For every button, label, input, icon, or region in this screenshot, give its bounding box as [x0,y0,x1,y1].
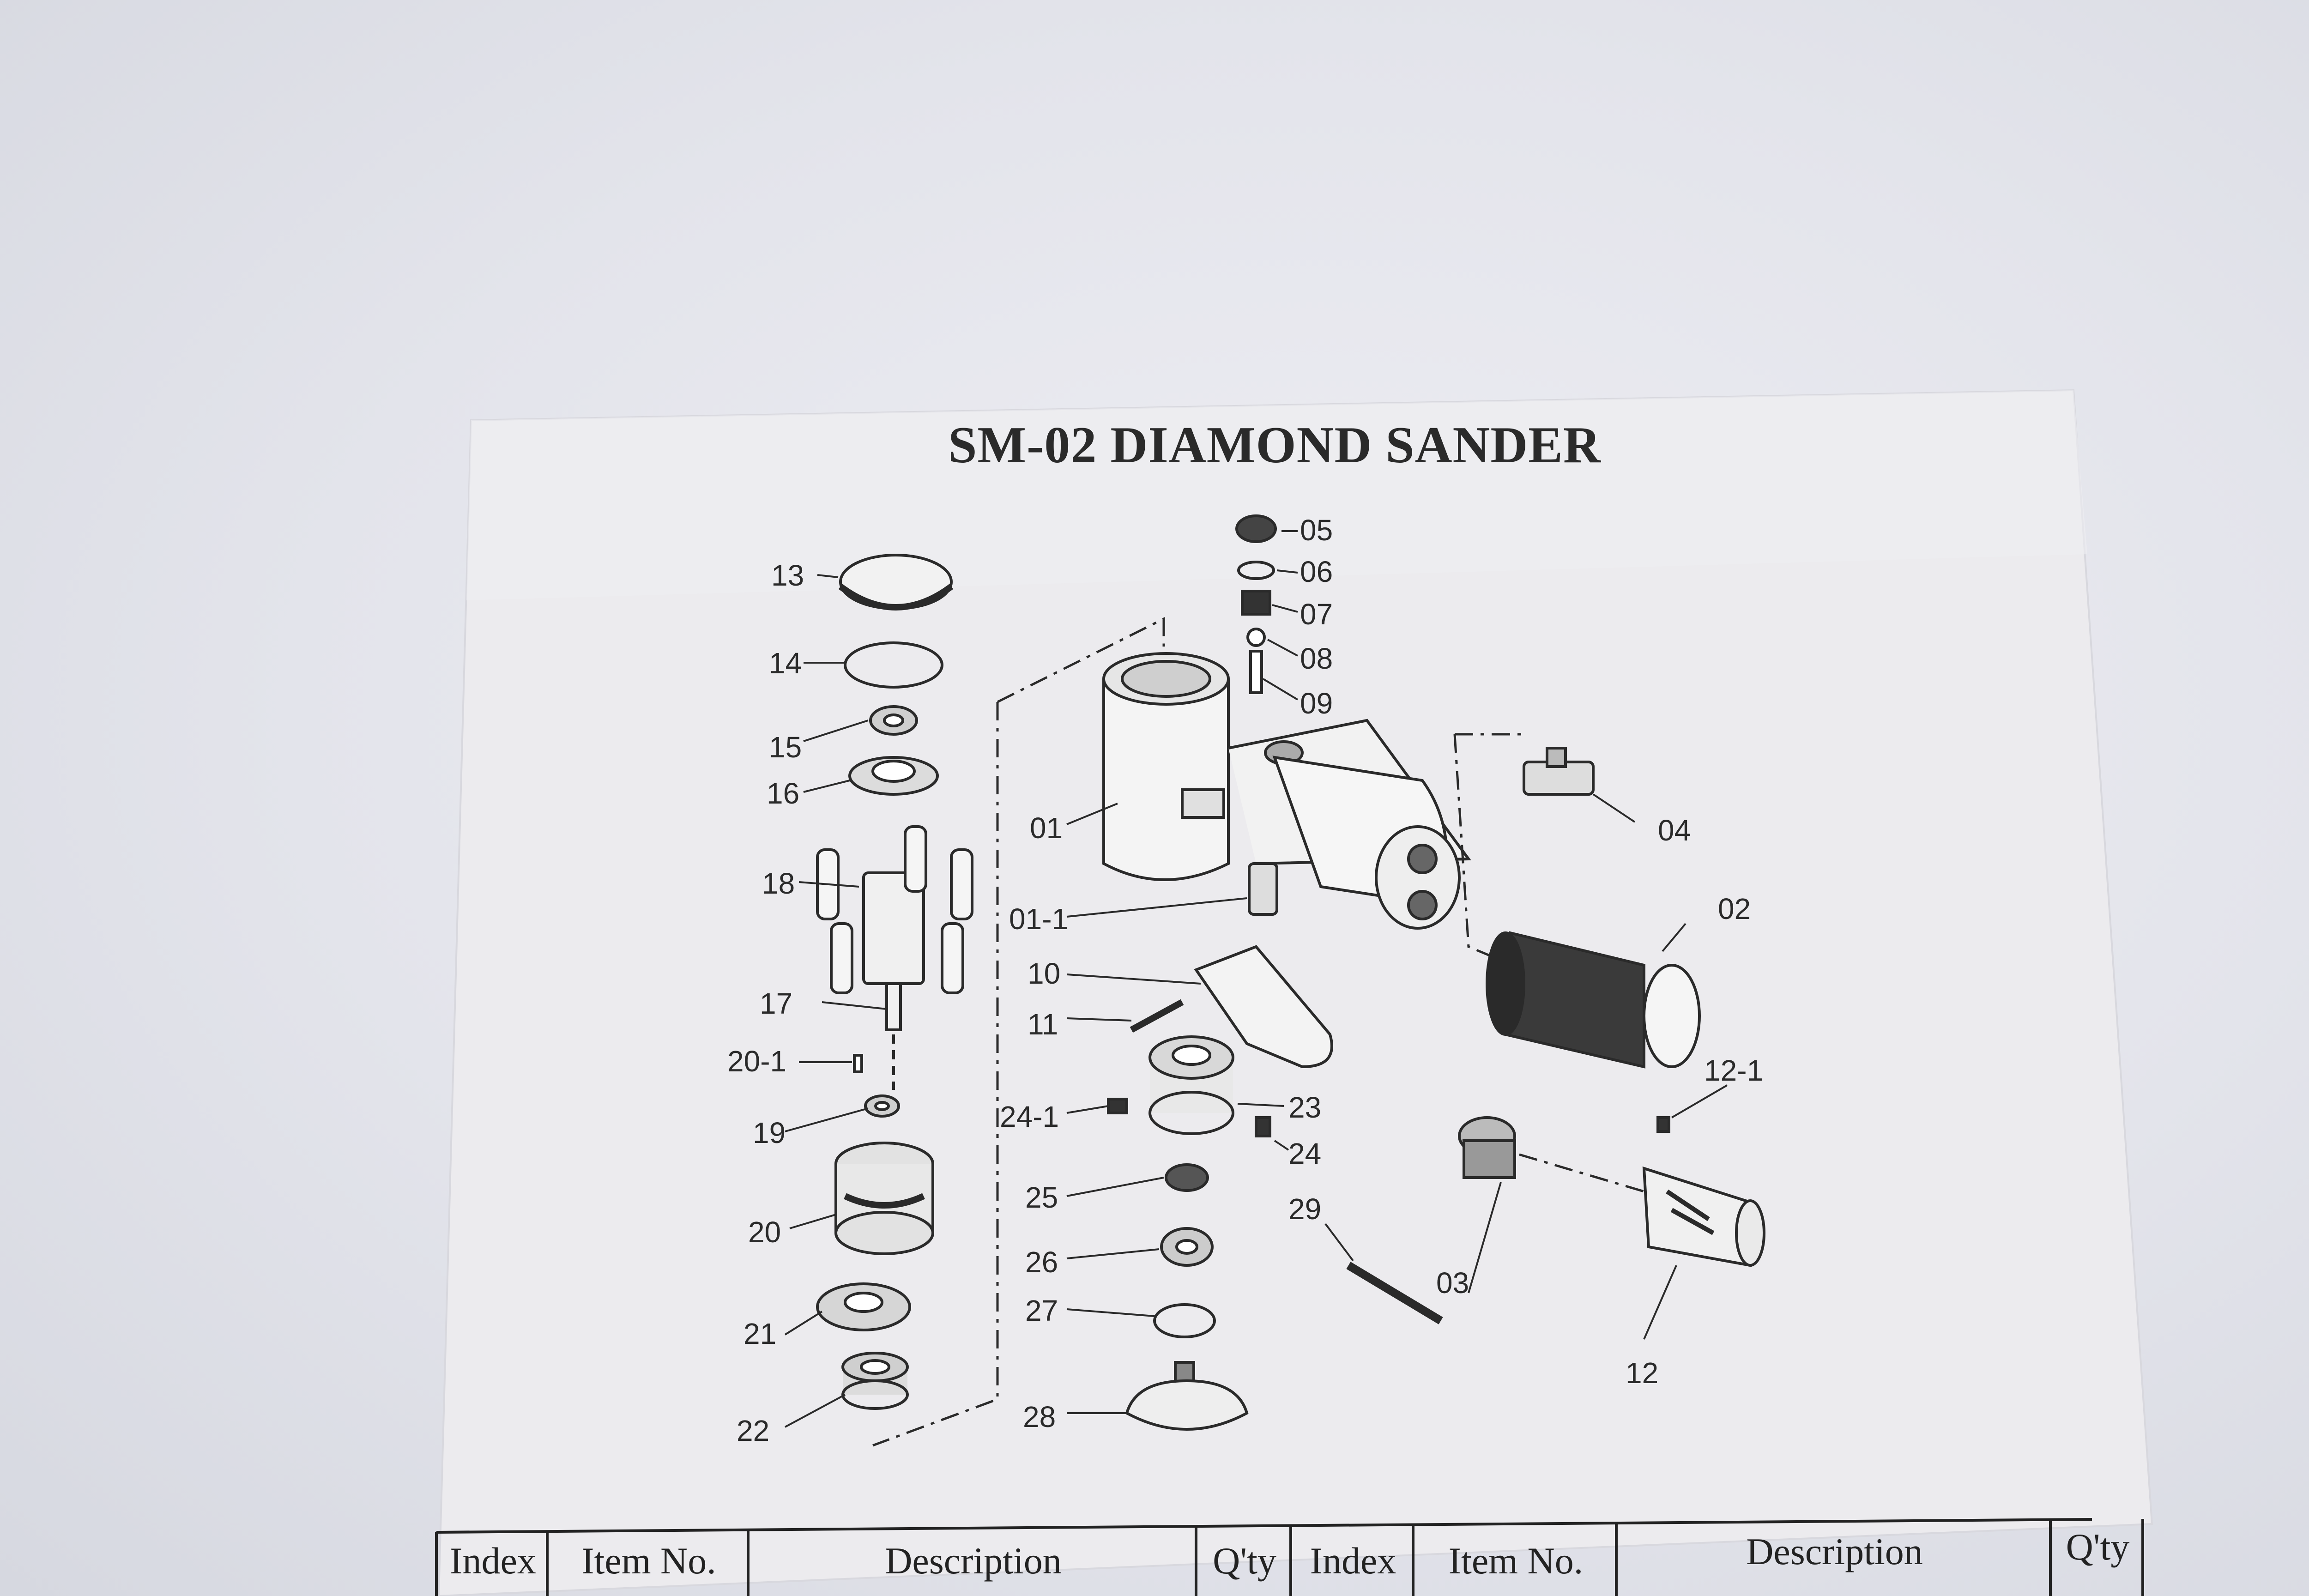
callout-13: 13 [771,559,804,592]
part-12-knob [1642,1166,1765,1267]
table-header-qty-2: Q'ty [2066,1526,2130,1568]
part-05-cap [1235,514,1277,543]
table-header-item-no-2: Item No. [1448,1540,1584,1582]
part-10-lever [1194,945,1333,1069]
callout-24-1: 24-1 [1000,1100,1059,1133]
part-06-o-ring [1237,561,1275,580]
part-20-1-pin [853,1054,863,1073]
callout-05: 05 [1300,514,1333,547]
table-header-description-2: Description [1746,1530,1923,1572]
part-25-nut [1165,1163,1209,1192]
part-03-regulator [1458,1116,1516,1179]
callout-03: 03 [1436,1266,1469,1300]
part-09-pin [1249,650,1263,694]
part-14-o-ring [844,641,943,689]
callout-14: 14 [769,647,802,680]
table-header-item-no: Item No. [581,1540,716,1582]
callout-24: 24 [1288,1137,1321,1170]
callout-27: 27 [1025,1294,1058,1327]
table-header-index: Index [450,1540,536,1582]
part-08-ball [1246,628,1266,647]
callout-18: 18 [762,867,795,900]
part-01-1-bushing [1248,862,1278,916]
callout-22: 22 [737,1414,769,1447]
part-12-1-screw [1656,1116,1670,1133]
callout-07: 07 [1300,598,1333,631]
part-24-1-screw [1107,1098,1128,1114]
document-title: SM-02 DIAMOND SANDER [948,417,1601,474]
callout-25: 25 [1025,1181,1058,1214]
callout-16: 16 [767,777,799,810]
callout-26: 26 [1025,1245,1058,1279]
callout-17: 17 [760,987,792,1020]
table-header-description: Description [885,1540,1062,1582]
part-07-spring [1241,590,1271,616]
callout-04: 04 [1658,814,1691,847]
callout-28: 28 [1023,1400,1056,1433]
callout-20-1: 20-1 [727,1045,786,1078]
callout-19: 19 [753,1116,786,1149]
callout-15: 15 [769,731,802,764]
part-01-housing [1102,652,1471,930]
callout-10: 10 [1028,957,1060,990]
callout-21: 21 [743,1317,776,1350]
callout-08: 08 [1300,642,1333,675]
part-22-bearing [841,1352,909,1410]
callout-23: 23 [1288,1091,1321,1124]
callout-02: 02 [1718,892,1751,925]
part-20-cylinder [834,1142,934,1255]
part-27-circlip [1153,1303,1216,1338]
callout-09: 09 [1300,687,1333,720]
callout-01: 01 [1030,811,1063,845]
part-23-collar [1148,1035,1234,1135]
callout-06: 06 [1300,555,1333,588]
part-28-sanding-pad [1125,1361,1249,1431]
table-header-index-2: Index [1310,1540,1396,1582]
callout-12-1: 12-1 [1704,1054,1763,1087]
part-11-pin [1130,999,1184,1033]
part-29-allen-key [1346,1262,1443,1324]
callout-11: 11 [1028,1008,1058,1041]
table-header-qty: Q'ty [1213,1540,1276,1582]
callout-20: 20 [748,1215,781,1249]
part-18-rotor-vanes [816,825,973,1031]
callout-12: 12 [1626,1356,1658,1390]
callout-01-1: 01-1 [1009,902,1068,936]
part-02-grip-sleeve [1486,931,1701,1069]
part-24-screw [1255,1116,1271,1137]
housing-exhaust-ports [1375,825,1461,930]
part-04-fitting [1523,747,1595,796]
callout-29: 29 [1288,1192,1321,1226]
